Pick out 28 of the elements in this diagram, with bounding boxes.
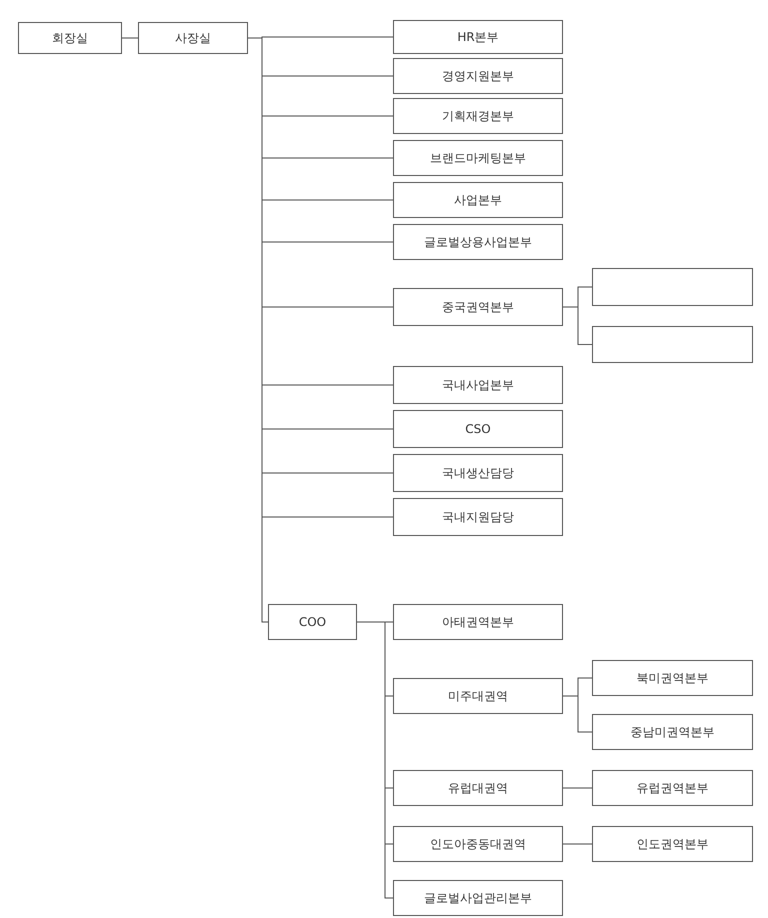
- org-box: 경영지원본부: [393, 58, 563, 94]
- org-box: 유럽권역본부: [592, 770, 753, 806]
- org-box: 사장실: [138, 22, 248, 54]
- org-box: 글로벌사업관리본부: [393, 880, 563, 916]
- org-box: [592, 326, 753, 363]
- org-box: 기획재경본부: [393, 98, 563, 134]
- org-box: 중국권역본부: [393, 288, 563, 326]
- org-box: 사업본부: [393, 182, 563, 218]
- org-box: CSO: [393, 410, 563, 448]
- org-box: 국내지원담당: [393, 498, 563, 536]
- org-box: 인도권역본부: [592, 826, 753, 862]
- org-box: 브랜드마케팅본부: [393, 140, 563, 176]
- org-box: COO: [268, 604, 357, 640]
- org-box: 인도아중동대권역: [393, 826, 563, 862]
- connector-line: [356, 622, 394, 898]
- org-box: 중남미권역본부: [592, 714, 753, 750]
- org-box: 국내생산담당: [393, 454, 563, 492]
- org-box: 글로벌상용사업본부: [393, 224, 563, 260]
- org-box: HR본부: [393, 20, 563, 54]
- org-box: 미주대권역: [393, 678, 563, 714]
- connector-line: [562, 696, 592, 732]
- org-box: 국내사업본부: [393, 366, 563, 404]
- connector-line: [562, 306, 592, 345]
- org-box: 아태권역본부: [393, 604, 563, 640]
- org-box: 북미권역본부: [592, 660, 753, 696]
- org-box: 회장실: [18, 22, 122, 54]
- org-box: [592, 268, 753, 306]
- org-box: 유럽대권역: [393, 770, 563, 806]
